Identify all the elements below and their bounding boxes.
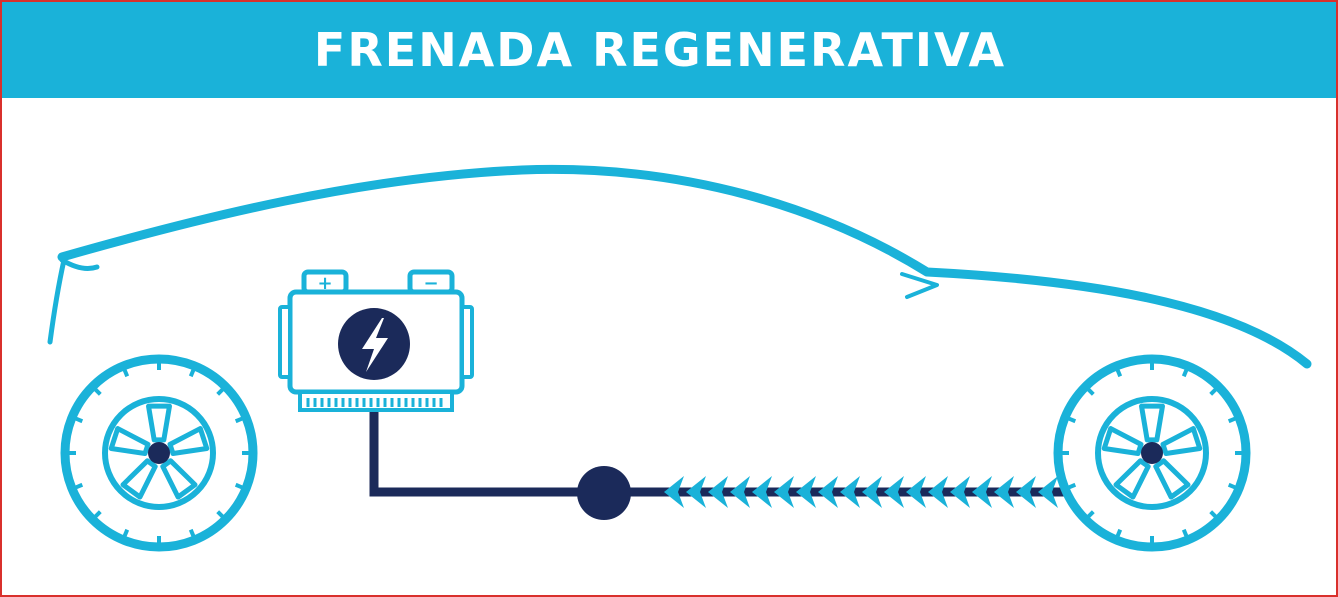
tire-tread (1181, 368, 1189, 378)
arrow-up-half (774, 476, 794, 492)
arrow-down-half (708, 492, 728, 508)
arrow-down-half (818, 492, 838, 508)
battery-base-teeth (306, 398, 443, 407)
lightning-bolt-icon (362, 318, 388, 372)
wheel-spoke (1153, 458, 1191, 500)
tire-tread (1086, 387, 1095, 396)
tire-tread (122, 368, 130, 378)
arrow-up-half (1038, 476, 1058, 492)
battery-minus-label: − (423, 273, 438, 294)
arrow-up-half (972, 476, 992, 492)
arrow-down-half (906, 492, 926, 508)
arrow-down-half (1016, 492, 1036, 508)
arrow-down-half (972, 492, 992, 508)
wheel-hub (148, 442, 170, 464)
wheel-spoke (167, 426, 210, 457)
wheel-spoke (160, 458, 198, 500)
arrow-up-half (752, 476, 772, 492)
wheel-spoke (1139, 403, 1165, 443)
tire-tread (188, 528, 196, 538)
tire-tread (74, 482, 84, 490)
wheel-spoke (146, 403, 172, 443)
tire-tread (1067, 416, 1077, 424)
arrow-down-half (884, 492, 904, 508)
arrow-up-half (840, 476, 860, 492)
wheel-spoke (1160, 426, 1203, 457)
wheel-spoke (108, 426, 151, 457)
page-title: FRENADA REGENERATIVA (313, 23, 1007, 77)
wheel-spoke (1101, 426, 1144, 457)
arrow-up-half (862, 476, 882, 492)
tire-tread (234, 416, 244, 424)
battery-icon: + − (278, 269, 474, 412)
rear-wheel-icon (1053, 354, 1251, 552)
energy-flow-line (369, 412, 1064, 520)
front-wheel-icon (60, 354, 258, 552)
arrow-up-half (906, 476, 926, 492)
tire-tread (74, 416, 84, 424)
arrow-down-half (840, 492, 860, 508)
arrow-up-half (950, 476, 970, 492)
tire-tread (1086, 510, 1095, 519)
arrow-down-half (928, 492, 948, 508)
arrow-down-half (796, 492, 816, 508)
arrow-down-half (774, 492, 794, 508)
arrow-down-half (950, 492, 970, 508)
battery-right-ridge (460, 305, 474, 379)
arrow-up-half (928, 476, 948, 492)
arrow-down-half (730, 492, 750, 508)
tire-tread (216, 387, 225, 396)
arrow-up-half (664, 476, 684, 492)
arrow-up-half (884, 476, 904, 492)
tire-tread (234, 482, 244, 490)
tire-tread (1115, 528, 1123, 538)
arrow-down-half (664, 492, 684, 508)
tire-tread (93, 387, 102, 396)
wheel-hub (1141, 442, 1163, 464)
arrow-up-half (1016, 476, 1036, 492)
arrow-down-half (1038, 492, 1058, 508)
tire-tread (93, 510, 102, 519)
arrow-up-half (796, 476, 816, 492)
wheel-spoke (1113, 458, 1151, 500)
wheel-spoke (120, 458, 158, 500)
energy-flow-arrows (664, 476, 1058, 508)
arrow-down-half (686, 492, 706, 508)
tire-tread (1115, 368, 1123, 378)
tire-tread (1181, 528, 1189, 538)
arrow-down-half (862, 492, 882, 508)
energy-node (577, 466, 631, 520)
battery-left-ridge (278, 305, 292, 379)
tire-tread (1067, 482, 1077, 490)
tire-tread (1209, 387, 1218, 396)
tire-tread (1209, 510, 1218, 519)
arrow-down-half (752, 492, 772, 508)
title-banner: FRENADA REGENERATIVA (2, 2, 1336, 98)
battery-plus-label: + (317, 273, 332, 294)
tire-tread (188, 368, 196, 378)
tire-tread (1227, 482, 1237, 490)
arrow-up-half (708, 476, 728, 492)
tire-tread (216, 510, 225, 519)
arrow-up-half (994, 476, 1014, 492)
car-body-outline (47, 164, 1312, 369)
arrow-up-half (730, 476, 750, 492)
arrow-up-half (818, 476, 838, 492)
arrow-down-half (994, 492, 1014, 508)
tire-tread (122, 528, 130, 538)
tire-tread (1227, 416, 1237, 424)
arrow-up-half (686, 476, 706, 492)
